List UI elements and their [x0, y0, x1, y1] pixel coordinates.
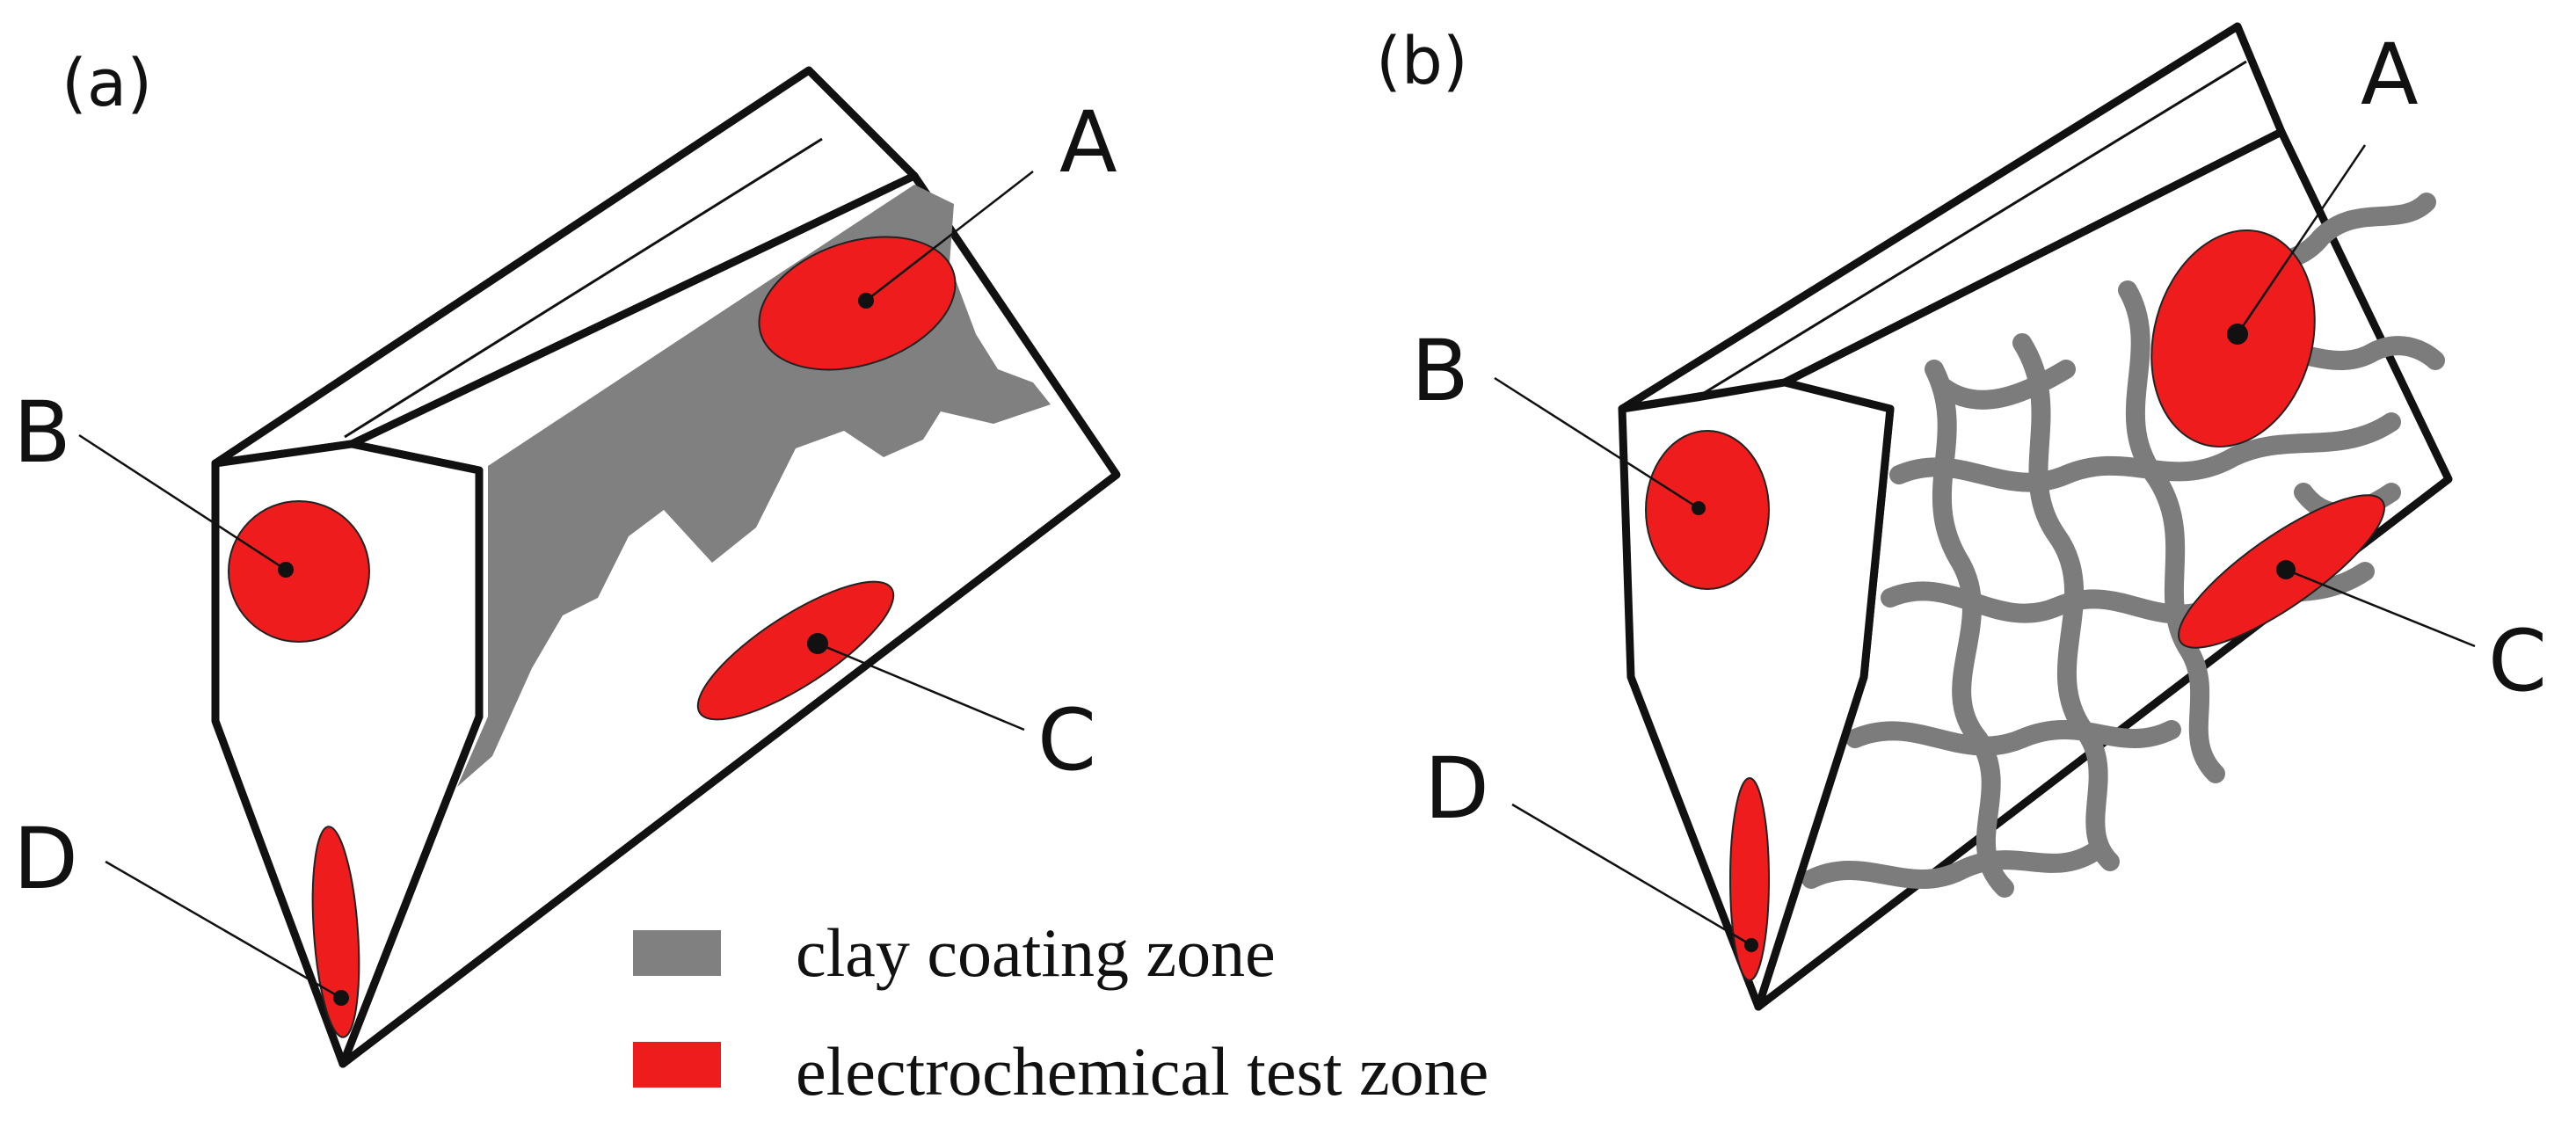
panel-a-label: (a) [62, 46, 152, 121]
test-zone-a-D [311, 826, 360, 1038]
label-a-D: D [13, 810, 78, 908]
leader-b-A [2236, 144, 2367, 335]
point-b-C [2276, 560, 2296, 579]
label-b-B: B [1411, 322, 1469, 420]
label-a-B: B [13, 383, 71, 482]
specimen-b-ridge [1696, 60, 2247, 399]
test-zone-a-C [696, 580, 895, 721]
legend: clay coating zone electrochemical test z… [633, 914, 1488, 1110]
label-b-C: C [2488, 612, 2547, 710]
label-b-D: D [1424, 739, 1489, 838]
panel-b: (b) [1376, 22, 2547, 1011]
leader-b-D [1511, 803, 1752, 947]
leader-a-B [78, 433, 287, 571]
label-a-A: A [1059, 93, 1117, 192]
point-a-D [333, 990, 349, 1006]
legend-swatch-clay [633, 930, 721, 976]
point-b-A [2227, 324, 2248, 345]
label-b-A: A [2361, 25, 2419, 124]
legend-label-test: electrochemical test zone [796, 1033, 1488, 1110]
point-b-B [1692, 501, 1706, 515]
point-b-D [1744, 938, 1758, 952]
panel-a: (a) A B C D [13, 46, 1121, 1068]
label-a-C: C [1037, 691, 1096, 790]
leader-b-C [2285, 568, 2476, 648]
leader-b-B [1494, 376, 1699, 510]
legend-label-clay: clay coating zone [796, 914, 1276, 991]
specimen-a-ridge [344, 137, 823, 439]
test-zone-b-D [1729, 777, 1770, 981]
point-a-B [278, 562, 294, 578]
leader-a-A [865, 171, 1034, 302]
point-a-C [807, 633, 828, 654]
test-zone-a-B [228, 500, 370, 643]
point-a-A [858, 293, 874, 309]
legend-swatch-test [633, 1042, 721, 1088]
panel-b-label: (b) [1376, 24, 1468, 99]
test-zone-b-B [1645, 430, 1770, 590]
leader-a-C [817, 642, 1025, 731]
leader-a-D [105, 860, 342, 1000]
